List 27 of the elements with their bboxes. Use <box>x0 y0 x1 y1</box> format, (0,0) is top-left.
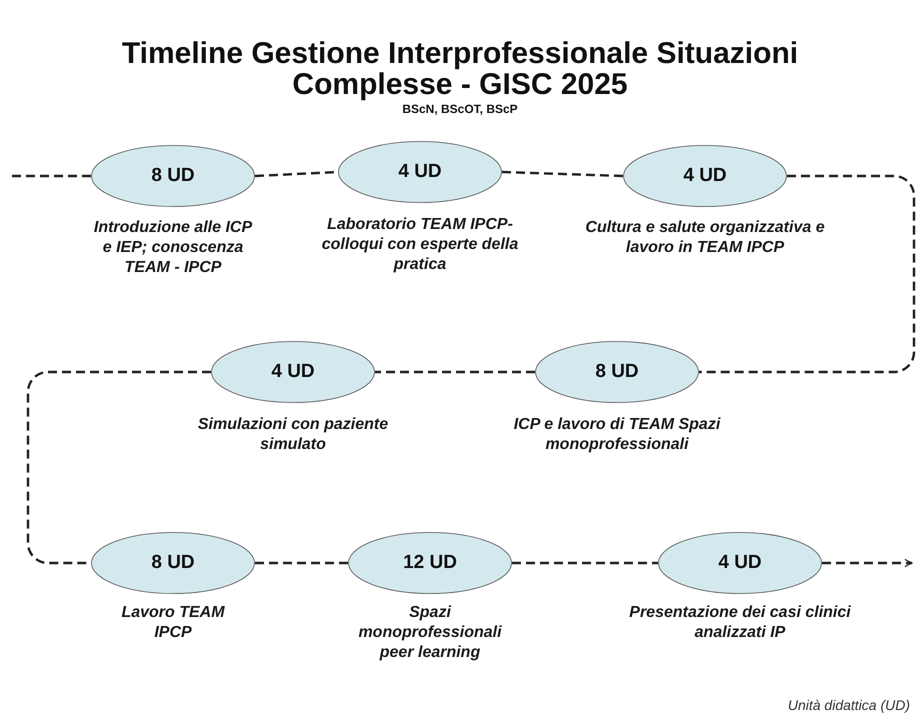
duration-label: 8 UD <box>594 361 640 383</box>
title: Timeline Gestione Interprofessionale Situazioni Complesse - GISC 2025 <box>120 38 800 100</box>
activity-description: Lavoro TEAM IPCP <box>120 603 226 643</box>
activity-description: Presentazione dei casi clinici analizzati IP <box>628 603 852 643</box>
dashed-connector <box>512 562 658 564</box>
duration-label: 12 UD <box>402 552 458 574</box>
duration-label: 4 UD <box>682 165 728 187</box>
activity-description: ICP e lavoro di TEAM Spazi monoprofessionali <box>512 415 722 455</box>
duration-label: 4 UD <box>397 161 443 183</box>
duration-label: 8 UD <box>150 165 196 187</box>
activity-description: Spazi monoprofessionali peer learning <box>357 603 503 663</box>
dashed-connector <box>255 562 348 564</box>
dashed-connector <box>12 174 91 178</box>
dashed-connector <box>699 174 916 374</box>
dashed-connector <box>502 170 624 178</box>
dashed-connector <box>822 558 913 568</box>
dashed-connector <box>26 370 211 564</box>
activity-description: Simulazioni con paziente simulato <box>196 415 390 455</box>
duration-label: 4 UD <box>270 361 316 383</box>
duration-label: 4 UD <box>717 552 763 574</box>
activity-description: Laboratorio TEAM IPCP- colloqui con esperte della pratica <box>320 215 520 275</box>
footnote: Unità didattica (UD) <box>788 697 910 713</box>
subtitle: BScN, BScOT, BScP <box>401 102 519 116</box>
dashed-connector <box>375 370 535 374</box>
duration-label: 8 UD <box>150 552 196 574</box>
activity-description: Cultura e salute organizzativa e lavoro in TEAM IPCP <box>585 218 825 258</box>
activity-description: Introduzione alle ICP e IEP; conoscenza TEAM - IPCP <box>92 218 254 278</box>
